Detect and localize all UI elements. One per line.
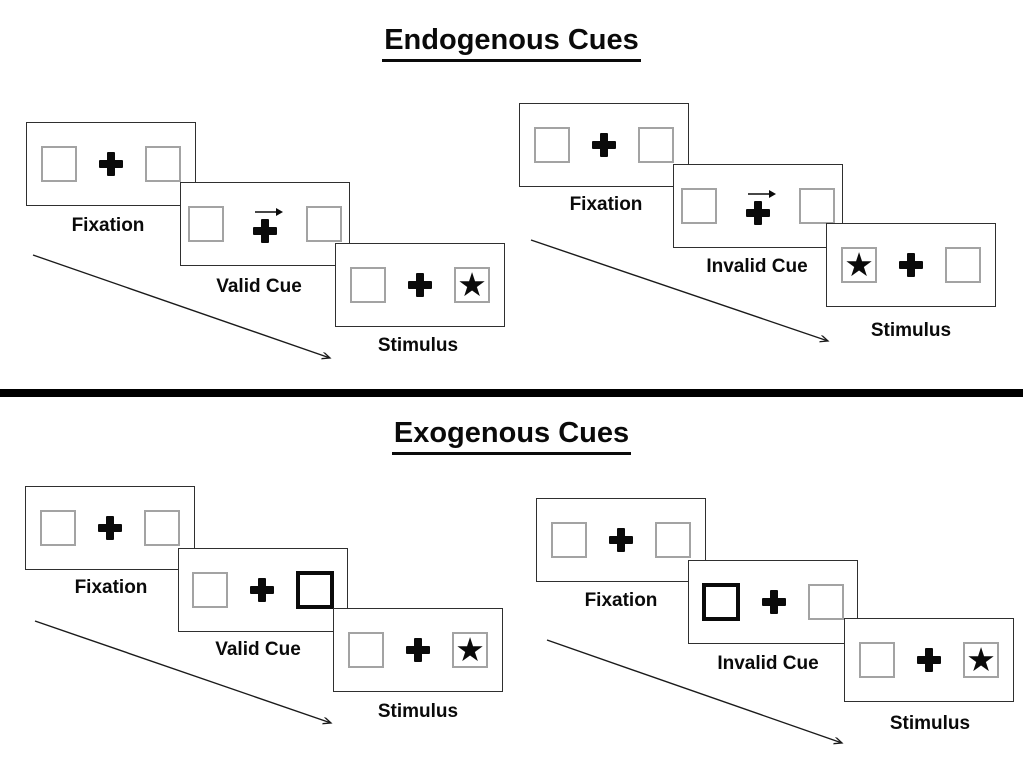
- endogenous-invalid-stimulus-panel: ★: [826, 223, 996, 307]
- star-icon: ★: [457, 264, 487, 304]
- panel-label: Fixation: [71, 215, 145, 236]
- exogenous-invalid-stimulus-panel: ★: [844, 618, 1014, 702]
- exogenous-valid-stimulus-panel: ★: [333, 608, 503, 692]
- right-box: [799, 188, 835, 224]
- endogenous-section-title: Endogenous Cues: [0, 24, 1023, 62]
- panel-label: Valid Cue: [216, 276, 302, 297]
- panel-label: Stimulus: [377, 701, 459, 722]
- right-box: [306, 206, 342, 242]
- panel-label: Fixation: [74, 577, 148, 598]
- right-arrow-icon: [748, 190, 776, 198]
- left-box: [348, 632, 384, 668]
- left-box: [41, 146, 77, 182]
- fixation-cross-icon: [250, 578, 274, 602]
- fixation-cross-icon: [899, 253, 923, 277]
- panel-label: Invalid Cue: [717, 653, 819, 674]
- panel-label: Stimulus: [889, 713, 971, 734]
- left-box-highlighted: [702, 583, 740, 621]
- cue-center-stack: [739, 189, 777, 225]
- exogenous-invalid-fixation-panel: [536, 498, 706, 582]
- fixation-cross-icon: [762, 590, 786, 614]
- star-icon: ★: [844, 244, 874, 284]
- endogenous-valid-cue-panel: [180, 182, 350, 266]
- left-box: [40, 510, 76, 546]
- left-box: [192, 572, 228, 608]
- cue-center-stack: [246, 207, 284, 243]
- panel-label: Invalid Cue: [706, 256, 808, 277]
- right-box-with-star: ★: [452, 632, 488, 668]
- endogenous-valid-stimulus-panel: ★: [335, 243, 505, 327]
- fixation-cross-icon: [408, 273, 432, 297]
- left-box: [534, 127, 570, 163]
- fixation-cross-icon: [99, 152, 123, 176]
- right-box-highlighted: [296, 571, 334, 609]
- right-box-with-star: ★: [454, 267, 490, 303]
- section-title-text: Endogenous Cues: [382, 24, 641, 62]
- fixation-cross-icon: [253, 219, 277, 243]
- endogenous-invalid-cue-panel: [673, 164, 843, 248]
- endogenous-invalid-fixation-panel: [519, 103, 689, 187]
- fixation-cross-icon: [609, 528, 633, 552]
- star-icon: ★: [966, 639, 996, 679]
- right-box: [145, 146, 181, 182]
- exogenous-section-title: Exogenous Cues: [0, 417, 1023, 455]
- exogenous-valid-fixation-panel: [25, 486, 195, 570]
- left-box: [681, 188, 717, 224]
- panel-label: Valid Cue: [215, 639, 301, 660]
- fixation-cross-icon: [917, 648, 941, 672]
- section-title-text: Exogenous Cues: [391, 417, 632, 455]
- left-box-with-star: ★: [841, 247, 877, 283]
- fixation-cross-icon: [592, 133, 616, 157]
- fixation-cross-icon: [98, 516, 122, 540]
- left-box: [859, 642, 895, 678]
- left-box: [188, 206, 224, 242]
- star-icon: ★: [455, 629, 485, 669]
- right-arrow-icon: [255, 208, 283, 216]
- panel-label: Stimulus: [377, 335, 459, 356]
- panel-label: Fixation: [569, 194, 643, 215]
- right-box: [638, 127, 674, 163]
- left-box: [551, 522, 587, 558]
- right-box: [655, 522, 691, 558]
- section-divider: [0, 389, 1023, 397]
- timeline-arrow-exogenous-valid: [34, 620, 331, 723]
- right-box: [945, 247, 981, 283]
- panel-label: Stimulus: [870, 320, 952, 341]
- fixation-cross-icon: [406, 638, 430, 662]
- right-box: [808, 584, 844, 620]
- exogenous-invalid-cue-panel: [688, 560, 858, 644]
- right-box-with-star: ★: [963, 642, 999, 678]
- timeline-arrow-endogenous-valid: [32, 254, 330, 358]
- fixation-cross-icon: [746, 201, 770, 225]
- exogenous-valid-cue-panel: [178, 548, 348, 632]
- endogenous-valid-fixation-panel: [26, 122, 196, 206]
- left-box: [350, 267, 386, 303]
- panel-label: Fixation: [584, 590, 658, 611]
- right-box: [144, 510, 180, 546]
